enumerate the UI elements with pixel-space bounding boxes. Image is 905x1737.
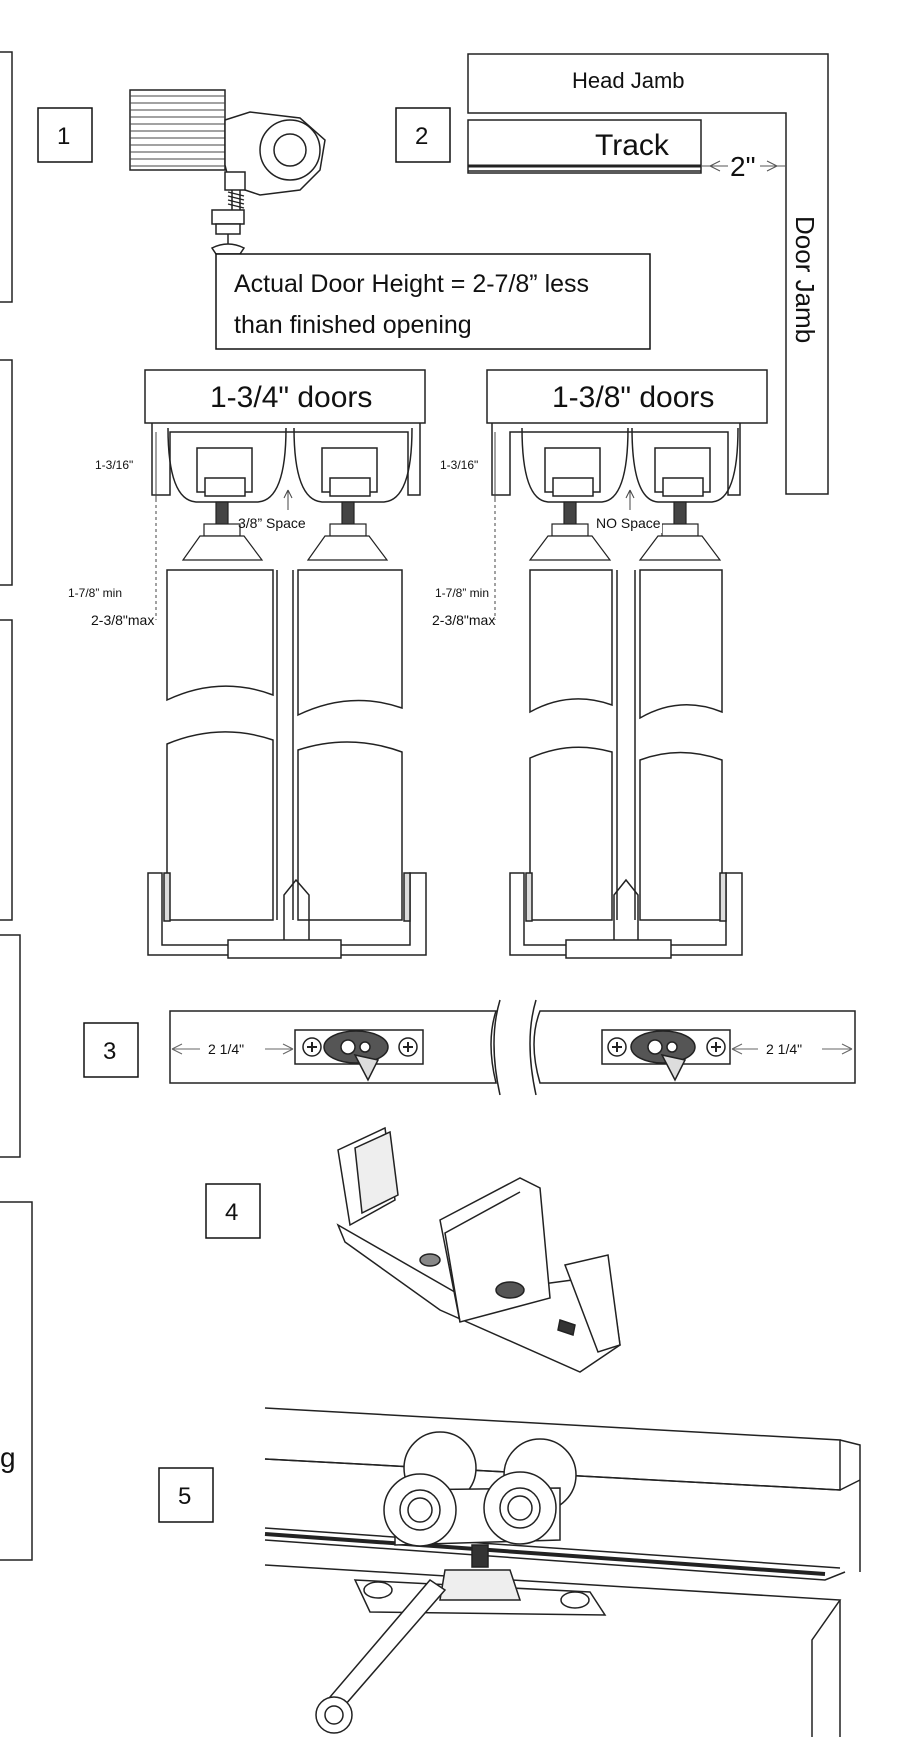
left-edge-frames bbox=[0, 51, 33, 1561]
step-4-box: 4 bbox=[205, 1183, 261, 1239]
clearance-label: 2" bbox=[730, 151, 756, 182]
door-jamb-label: Door Jamb bbox=[790, 216, 820, 343]
min-right: 1-7/8” min bbox=[435, 586, 489, 600]
dimension-line-left bbox=[155, 432, 293, 620]
step-3-number: 3 bbox=[103, 1038, 116, 1065]
mounting-plate-icon bbox=[336, 1126, 621, 1373]
space-label: 3/8” Space bbox=[238, 515, 306, 531]
step-2-number: 2 bbox=[415, 123, 428, 150]
note-line-2: than finished opening bbox=[234, 311, 472, 339]
no-space-label: NO Space bbox=[596, 515, 661, 531]
max-right: 2-3/8"max bbox=[432, 612, 495, 628]
track-height-right: 1-3/16" bbox=[440, 458, 478, 472]
offset-arrows bbox=[171, 1043, 853, 1055]
track-height-left: 1-3/16" bbox=[95, 458, 133, 472]
door-diagram-1-3-8 bbox=[486, 369, 768, 959]
door-diagram-1-3-4 bbox=[144, 369, 427, 959]
roller-hanger-icon bbox=[129, 89, 326, 255]
step-1-number: 1 bbox=[57, 123, 70, 150]
step-2-box: 2 bbox=[395, 107, 451, 163]
edge-glyph: g bbox=[0, 1442, 16, 1473]
offset-left: 2 1/4" bbox=[208, 1041, 244, 1057]
door-175-title: 1-3/4" doors bbox=[210, 381, 372, 414]
floor-guide-icon bbox=[169, 999, 856, 1096]
step-4-number: 4 bbox=[225, 1199, 238, 1226]
dimension-line-right bbox=[494, 432, 635, 620]
track-hanger-assembly-icon bbox=[264, 1407, 861, 1737]
door-1375-title: 1-3/8" doors bbox=[552, 381, 714, 414]
track-label: Track bbox=[595, 129, 670, 162]
step-3-box: 3 bbox=[83, 1022, 139, 1078]
step-5-box: 5 bbox=[158, 1467, 214, 1523]
head-jamb-label: Head Jamb bbox=[572, 68, 685, 93]
step-1-box: 1 bbox=[37, 107, 93, 163]
step-5-number: 5 bbox=[178, 1483, 191, 1510]
door-height-note: Actual Door Height = 2-7/8” less than fi… bbox=[215, 253, 651, 350]
note-line-1: Actual Door Height = 2-7/8” less bbox=[234, 270, 589, 298]
max-left: 2-3/8"max bbox=[91, 612, 154, 628]
min-left: 1-7/8” min bbox=[68, 586, 122, 600]
offset-right: 2 1/4" bbox=[766, 1041, 802, 1057]
